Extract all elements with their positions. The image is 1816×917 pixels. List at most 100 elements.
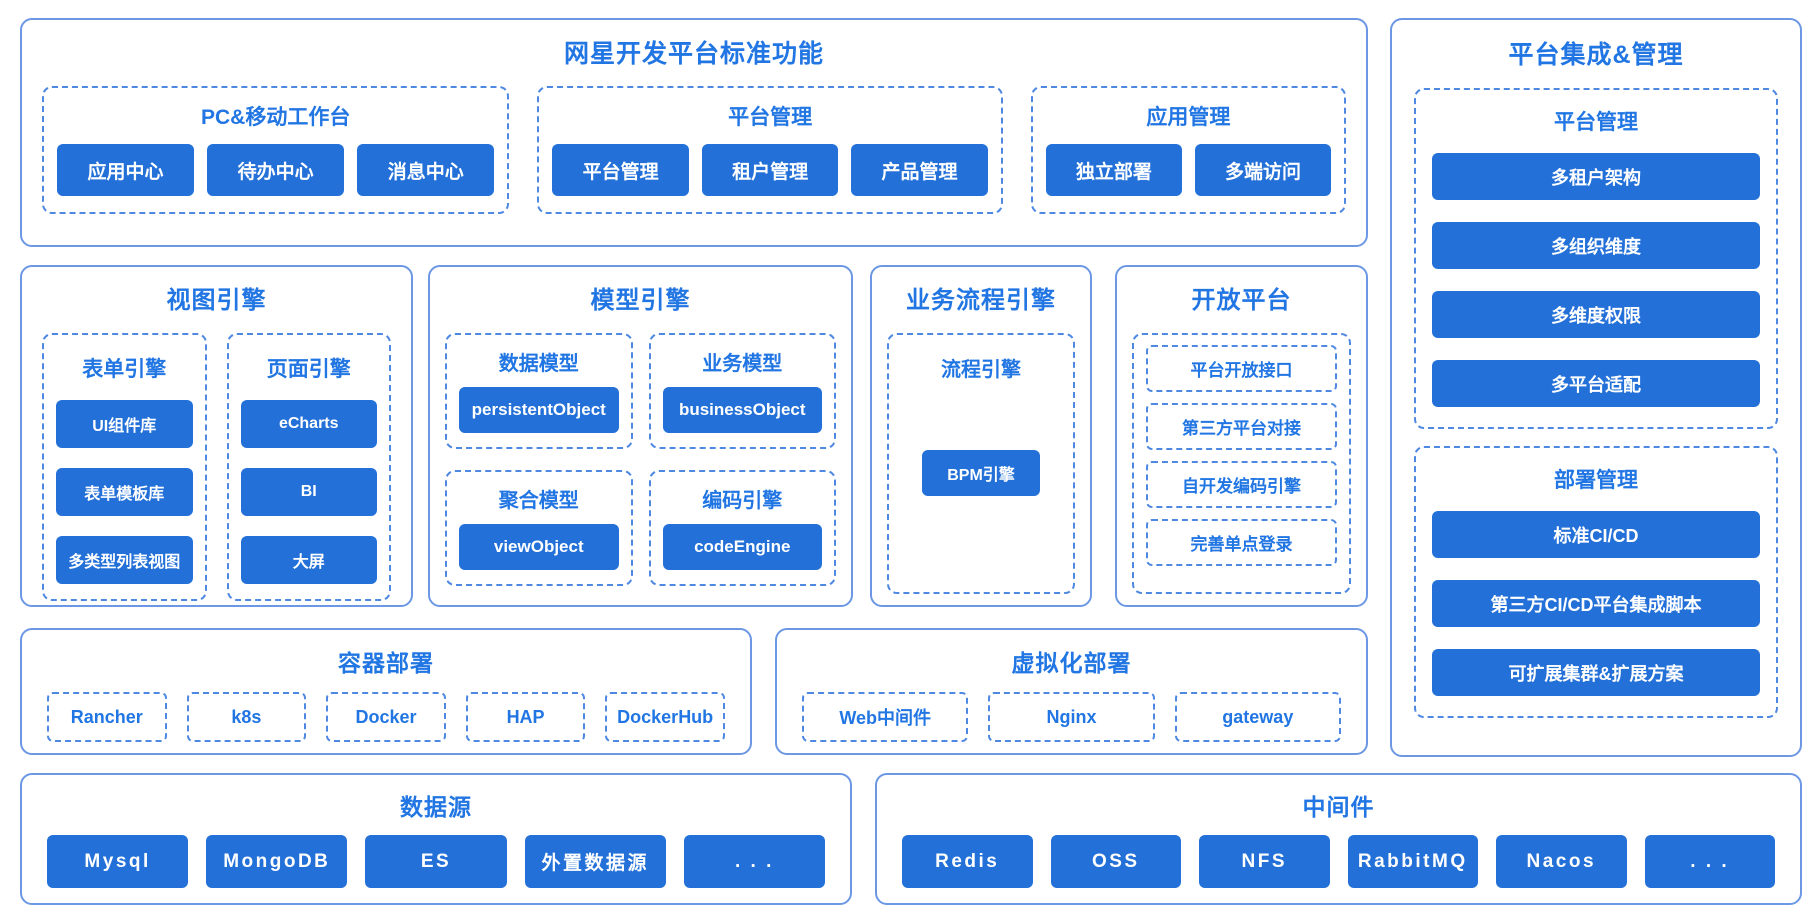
deployment-item: Nginx — [988, 692, 1155, 742]
virtualization-items: Web中间件 Nginx gateway — [802, 692, 1341, 742]
group-platform-management: 平台管理 平台管理租户管理产品管理 — [537, 86, 1003, 214]
feature-button: persistentObject — [459, 387, 619, 433]
feature-button: 多组织维度 — [1432, 222, 1760, 269]
section-virtualization-deployment: 虚拟化部署 Web中间件 Nginx gateway — [775, 628, 1368, 755]
deployment-item: Web中间件 — [802, 692, 969, 742]
section-data-sources: 数据源 Mysql MongoDB ES 外置数据源 . . . — [20, 773, 852, 905]
model-cell-title: 聚合模型 — [498, 490, 579, 512]
group-title: PC&移动工作台 — [201, 106, 351, 129]
feature-button: 可扩展集群&扩展方案 — [1432, 649, 1760, 696]
middleware-buttons: Redis OSS NFS RabbitMQ Nacos . . . — [902, 835, 1775, 888]
group-buttons: 应用中心待办中心消息中心 — [54, 144, 497, 198]
open-platform-item: 自开发编码引擎 — [1146, 461, 1337, 508]
deployment-item: HAP — [465, 692, 586, 742]
container-deployment-title: 容器部署 — [338, 650, 434, 676]
feature-button: 表单模板库 — [56, 468, 193, 516]
deployment-item: Rancher — [47, 692, 167, 742]
group-title: 应用管理 — [1146, 106, 1231, 129]
group-buttons: 平台管理租户管理产品管理 — [549, 144, 990, 198]
data-source-button: . . . — [683, 835, 826, 888]
section-platform-integration-management: 平台集成&管理 平台管理 多租户架构多组织维度多维度权限多平台适配 部署管理 标… — [1390, 18, 1802, 757]
middleware-button: Nacos — [1496, 835, 1627, 888]
integration-section-title: 平台管理 — [1554, 111, 1638, 134]
model-cell-title: 业务模型 — [702, 353, 783, 375]
open-platform-title: 开放平台 — [1191, 287, 1292, 314]
column-buttons: UI组件库表单模板库多类型列表视图 — [56, 400, 193, 584]
bpm-engine-button: BPM引擎 — [922, 450, 1040, 496]
integration-platform-management: 平台管理 多租户架构多组织维度多维度权限多平台适配 — [1414, 88, 1778, 429]
feature-button: 待办中心 — [207, 144, 345, 196]
virtualization-deployment-title: 虚拟化部署 — [1011, 650, 1132, 676]
section-open-platform: 开放平台 平台开放接口第三方平台对接自开发编码引擎完善单点登录 — [1115, 265, 1368, 607]
view-engine-title: 视图引擎 — [166, 287, 267, 314]
feature-button: 产品管理 — [851, 144, 988, 196]
feature-button: 标准CI/CD — [1432, 511, 1760, 558]
deployment-item: k8s — [186, 692, 307, 742]
model-cell: 数据模型 persistentObject — [445, 333, 633, 449]
model-cell-title: 数据模型 — [498, 353, 579, 375]
process-engine-box: 流程引擎 BPM引擎 — [887, 333, 1075, 594]
integration-section-title: 部署管理 — [1554, 469, 1638, 492]
feature-button: 多租户架构 — [1432, 153, 1760, 200]
feature-button: 平台管理 — [552, 144, 689, 196]
data-source-button: 外置数据源 — [524, 835, 666, 888]
middleware-button: . . . — [1644, 835, 1775, 888]
section-view-engine: 视图引擎 表单引擎 UI组件库表单模板库多类型列表视图 页面引擎 eCharts… — [20, 265, 413, 607]
standard-functions-title: 网星开发平台标准功能 — [563, 40, 824, 68]
feature-button: 多端访问 — [1194, 144, 1331, 196]
feature-button: 多维度权限 — [1432, 291, 1760, 338]
feature-button: eCharts — [240, 400, 377, 448]
data-source-button: ES — [365, 835, 507, 888]
feature-button: 租户管理 — [701, 144, 839, 196]
section-business-process-engine: 业务流程引擎 流程引擎 BPM引擎 — [870, 265, 1092, 607]
deployment-item: DockerHub — [605, 692, 725, 742]
deployment-item: gateway — [1174, 692, 1341, 742]
feature-button: 大屏 — [240, 536, 377, 584]
data-source-button: MongoDB — [206, 835, 348, 888]
section-model-engine: 模型引擎 数据模型 persistentObject 业务模型 business… — [428, 265, 853, 607]
model-cell: 编码引擎 codeEngine — [648, 470, 836, 586]
middleware-button: RabbitMQ — [1347, 835, 1478, 888]
feature-button: 多平台适配 — [1432, 360, 1760, 407]
integration-section-buttons: 多租户架构多组织维度多维度权限多平台适配 — [1432, 153, 1760, 407]
open-platform-item: 完善单点登录 — [1146, 519, 1337, 566]
deployment-item: Docker — [326, 692, 446, 742]
integration-title: 平台集成&管理 — [1508, 41, 1684, 69]
section-standard-functions: 网星开发平台标准功能 PC&移动工作台 应用中心待办中心消息中心 平台管理 平台… — [20, 18, 1368, 247]
open-platform-item: 第三方平台对接 — [1146, 403, 1337, 450]
group-title: 平台管理 — [728, 106, 813, 129]
model-cell: 聚合模型 viewObject — [445, 470, 633, 586]
data-source-button: Mysql — [47, 835, 189, 888]
model-cell-title: 编码引擎 — [702, 490, 783, 512]
column-form-engine: 表单引擎 UI组件库表单模板库多类型列表视图 — [42, 333, 207, 601]
middleware-title: 中间件 — [1302, 794, 1375, 820]
open-platform-item: 平台开放接口 — [1146, 345, 1337, 392]
group-buttons: 独立部署多端访问 — [1043, 144, 1334, 198]
middleware-button: OSS — [1050, 835, 1181, 888]
feature-button: viewObject — [459, 524, 619, 570]
feature-button: BI — [240, 468, 377, 516]
feature-button: UI组件库 — [56, 400, 193, 448]
feature-button: 应用中心 — [57, 144, 195, 196]
column-title: 页面引擎 — [266, 358, 351, 381]
model-engine-title: 模型引擎 — [590, 287, 691, 314]
data-source-buttons: Mysql MongoDB ES 外置数据源 . . . — [47, 835, 826, 888]
process-engine-title: 流程引擎 — [941, 359, 1021, 381]
group-pc-mobile-workbench: PC&移动工作台 应用中心待办中心消息中心 — [42, 86, 510, 214]
data-sources-title: 数据源 — [400, 794, 472, 820]
feature-button: businessObject — [662, 387, 822, 433]
column-title: 表单引擎 — [82, 358, 167, 381]
section-container-deployment: 容器部署 Rancher k8s Docker HAP DockerHub — [20, 628, 752, 755]
group-application-management: 应用管理 独立部署多端访问 — [1030, 86, 1346, 214]
feature-button: codeEngine — [662, 524, 822, 570]
container-items: Rancher k8s Docker HAP DockerHub — [47, 692, 725, 742]
middleware-button: Redis — [902, 835, 1033, 888]
section-middleware: 中间件 Redis OSS NFS RabbitMQ Nacos . . . — [875, 773, 1802, 905]
open-platform-items: 平台开放接口第三方平台对接自开发编码引擎完善单点登录 — [1132, 333, 1351, 594]
middleware-button: NFS — [1199, 835, 1330, 888]
bpm-section-title: 业务流程引擎 — [906, 287, 1056, 314]
